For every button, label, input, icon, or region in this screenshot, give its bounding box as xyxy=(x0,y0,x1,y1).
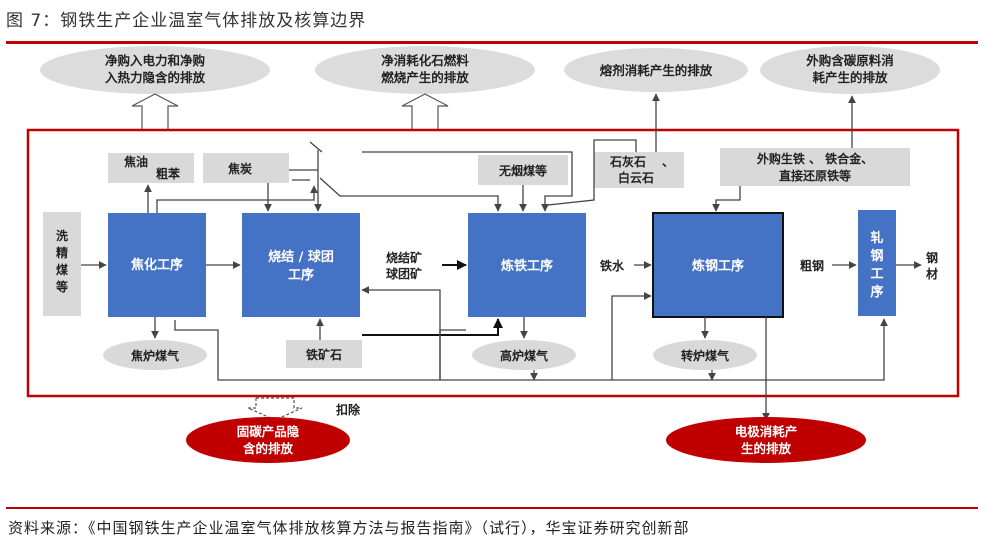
emission-electrode: 电极消耗产 生的排放 xyxy=(666,417,866,463)
emission-flux: 熔剂消耗产生的排放 xyxy=(564,48,748,92)
input-washed-coal-c4: 等 xyxy=(55,279,68,294)
hollow-up-arrow-2 xyxy=(401,93,449,131)
gas-blast-furnace: 高炉煤气 xyxy=(472,340,576,370)
source-note: 资料来源：《中国钢铁生产企业温室气体排放核算方法与报告指南》（试行），华宝证券研… xyxy=(8,519,690,537)
input-washed-coal-c1: 洗 xyxy=(56,228,68,243)
gas-coke-oven: 焦炉煤气 xyxy=(103,340,207,370)
input-anthracite: 无烟煤等 xyxy=(478,155,568,185)
input-coke-oil-label: 焦油 xyxy=(123,154,148,169)
input-coke-oil: 焦油 粗苯 xyxy=(108,153,194,183)
input-purchased-materials-line2: 直接还原铁等 xyxy=(779,168,851,183)
gas-coke-oven-label: 焦炉煤气 xyxy=(130,348,179,363)
emission-fossil-fuel: 净消耗化石燃料 燃烧产生的排放 xyxy=(315,46,535,94)
process-sintering: 烧结 / 球团 工序 xyxy=(242,213,360,317)
process-rolling-c3: 工 xyxy=(870,267,883,282)
boundary-frame xyxy=(26,128,960,398)
emission-carbon-material-line2: 耗产生的排放 xyxy=(812,70,888,85)
deduct-label: 扣除 xyxy=(336,402,361,417)
flow-crude-steel: 粗钢 xyxy=(800,258,824,273)
emission-purchased-power-heat-line2: 入热力隐含的排放 xyxy=(105,70,206,85)
source-rule xyxy=(6,507,978,509)
process-rolling: 轧 钢 工 序 xyxy=(858,210,896,316)
gas-blast-furnace-label: 高炉煤气 xyxy=(500,348,548,363)
flow-steel-c2: 材 xyxy=(925,266,938,281)
flow-sinter-line1: 烧结矿 xyxy=(386,250,422,265)
input-limestone-sep: 、 xyxy=(662,155,674,169)
input-crude-benzene-label: 粗苯 xyxy=(156,166,181,181)
deduction-arrow: 扣除 xyxy=(247,397,361,421)
input-limestone-line2: 白云石 xyxy=(618,170,654,185)
emission-carbon-material: 外购含碳原料消 耗产生的排放 xyxy=(760,46,940,94)
process-coking-label: 焦化工序 xyxy=(130,257,183,273)
gas-converter-label: 转炉煤气 xyxy=(681,348,729,363)
emission-electrode-line2: 生的排放 xyxy=(741,441,792,456)
title-rule xyxy=(6,41,978,44)
process-rolling-c4: 序 xyxy=(870,284,883,300)
emission-electrode-line1: 电极消耗产 xyxy=(735,424,798,439)
flow-steel-c1: 钢 xyxy=(926,250,938,265)
flow-sinter-line2: 球团矿 xyxy=(386,266,422,281)
input-iron-ore: 铁矿石 xyxy=(286,340,362,368)
input-washed-coal-c2: 精 xyxy=(56,245,68,260)
gas-converter: 转炉煤气 xyxy=(653,340,757,370)
input-limestone-line1: 石灰石 xyxy=(609,154,646,169)
input-washed-coal-c3: 煤 xyxy=(56,262,68,277)
emission-solid-carbon-line1: 固碳产品隐 xyxy=(237,424,300,439)
input-purchased-materials: 外购生铁 、 铁合金、 直接还原铁等 xyxy=(720,148,910,186)
input-purchased-materials-line1: 外购生铁 、 铁合金、 xyxy=(757,151,873,166)
emission-purchased-power-heat: 净购入电力和净购 入热力隐含的排放 xyxy=(40,46,270,94)
connectors xyxy=(81,93,922,421)
process-ironmaking-label: 炼铁工序 xyxy=(501,258,553,274)
input-coke-label: 焦炭 xyxy=(227,161,252,176)
input-anthracite-label: 无烟煤等 xyxy=(498,163,547,178)
process-sintering-line2: 工序 xyxy=(288,267,314,283)
input-limestone: 石灰石 、 白云石 xyxy=(594,152,684,188)
emission-solid-carbon-line2: 含的排放 xyxy=(242,441,294,456)
emission-carbon-material-line1: 外购含碳原料消 xyxy=(805,53,894,68)
process-steelmaking: 炼钢工序 xyxy=(652,212,784,318)
process-rolling-c2: 钢 xyxy=(870,248,883,264)
emission-flux-line1: 熔剂消耗产生的排放 xyxy=(600,63,713,78)
input-washed-coal: 洗 精 煤 等 xyxy=(43,212,81,316)
process-steelmaking-label: 炼钢工序 xyxy=(692,258,744,274)
process-rolling-c1: 轧 xyxy=(870,230,883,246)
emission-purchased-power-heat-line1: 净购入电力和净购 xyxy=(105,53,205,68)
input-coke: 焦炭 xyxy=(203,153,289,183)
emission-solid-carbon: 固碳产品隐 含的排放 xyxy=(186,417,350,463)
hollow-up-arrow-1 xyxy=(131,93,179,131)
input-iron-ore-label: 铁矿石 xyxy=(306,347,342,362)
emission-fossil-fuel-line2: 燃烧产生的排放 xyxy=(381,70,469,85)
process-coking: 焦化工序 xyxy=(108,213,206,317)
process-ironmaking: 炼铁工序 xyxy=(468,213,586,317)
figure-title: 图 7：钢铁生产企业温室气体排放及核算边界 xyxy=(6,11,367,31)
emission-fossil-fuel-line1: 净消耗化石燃料 xyxy=(381,53,469,68)
process-sintering-line1: 烧结 / 球团 xyxy=(268,249,334,265)
flow-molten-iron: 铁水 xyxy=(600,258,625,273)
